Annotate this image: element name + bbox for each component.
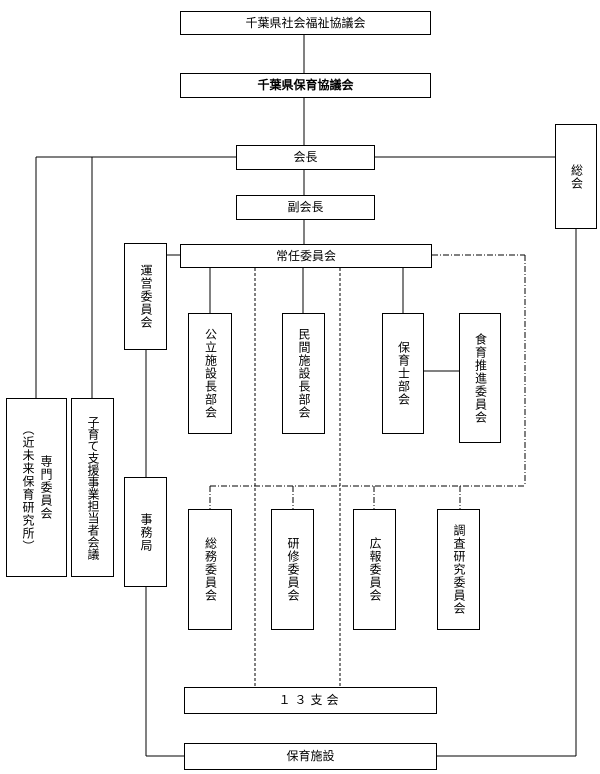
- shakyo-label: 千葉県社会福祉協議会: [245, 15, 366, 30]
- sokai-box: 総会: [555, 124, 597, 229]
- somu-label: 総務委員会: [203, 537, 218, 602]
- sokai-label: 総会: [569, 163, 584, 190]
- hoikyo-box: 千葉県保育協議会: [180, 73, 431, 98]
- minkan-label: 民間施設長部会: [297, 328, 311, 419]
- shikai-label: １３支会: [278, 693, 343, 707]
- koritsu-box: 公立施設長部会: [188, 313, 232, 434]
- senmon-box: 専門委員会 （近未来保育研究所）: [6, 398, 67, 577]
- senmon-sublabel: （近未来保育研究所）: [21, 422, 35, 553]
- shakyo-box: 千葉県社会福祉協議会: [180, 11, 431, 35]
- senmon-label: 専門委員会: [39, 455, 53, 520]
- chosa-box: 調査研究委員会: [437, 509, 480, 630]
- chosa-label: 調査研究委員会: [452, 524, 466, 615]
- jimukyoku-label: 事務局: [139, 512, 153, 552]
- fukukaicho-box: 副会長: [236, 195, 375, 220]
- shikai-box: １３支会: [184, 687, 437, 714]
- kosodate-label: 子育て支援事業担当者会議: [86, 415, 100, 560]
- shisetsu-box: 保育施設: [184, 743, 437, 770]
- uneikai-label: 運営委員会: [139, 264, 153, 329]
- hoikushi-label: 保育士部会: [396, 341, 411, 406]
- jimukyoku-box: 事務局: [124, 477, 167, 587]
- shokuiku-label: 食育推進委員会: [473, 332, 488, 424]
- koritsu-label: 公立施設長部会: [203, 328, 218, 419]
- joninkai-box: 常任委員会: [180, 244, 432, 268]
- koho-box: 広報委員会: [353, 509, 396, 630]
- kosodate-box: 子育て支援事業担当者会議: [71, 398, 114, 577]
- hoikushi-box: 保育士部会: [382, 313, 424, 434]
- kaicho-label: 会長: [293, 150, 318, 164]
- joninkai-label: 常任委員会: [275, 248, 336, 263]
- hoikyo-label: 千葉県保育協議会: [257, 78, 354, 92]
- kenshu-box: 研修委員会: [271, 509, 314, 630]
- shokuiku-box: 食育推進委員会: [459, 313, 501, 443]
- somu-box: 総務委員会: [188, 509, 232, 630]
- fukukaicho-label: 副会長: [287, 200, 324, 214]
- kaicho-box: 会長: [236, 145, 375, 170]
- minkan-box: 民間施設長部会: [282, 313, 325, 434]
- shisetsu-label: 保育施設: [286, 749, 335, 763]
- koho-label: 広報委員会: [368, 537, 382, 602]
- kenshu-label: 研修委員会: [286, 537, 300, 602]
- uneikai-box: 運営委員会: [124, 243, 167, 350]
